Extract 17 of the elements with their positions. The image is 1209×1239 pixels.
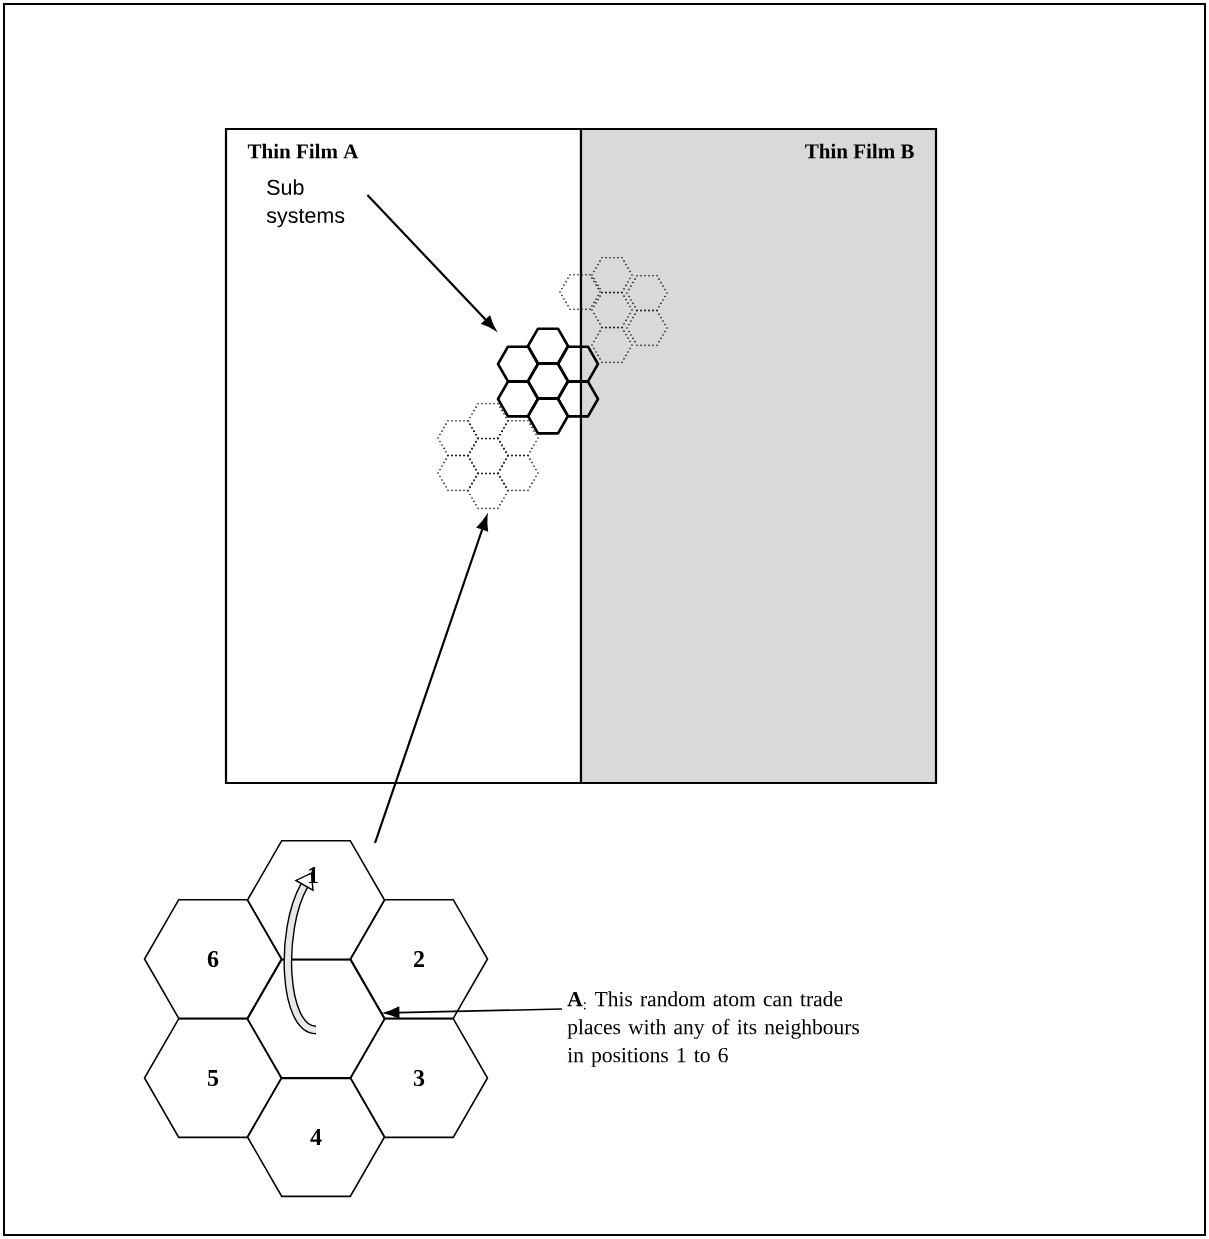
subsystem-cluster [496,327,600,435]
atom-hexagon: 5 [143,1017,283,1139]
leader-line [366,194,496,331]
atom-hexagon [246,958,386,1080]
swap-arrow [283,872,318,1035]
dotted-subsystem-cluster [559,256,668,364]
arrow [373,515,488,844]
film-panel: Thin Film B [579,127,938,785]
dotted-subsystem-cluster [437,402,539,510]
atom-hexagon: 2 [349,898,489,1020]
leader-line [384,1006,563,1019]
atom-hexagon: 4 [246,1076,386,1198]
annotation-text: A$_{:}$ This random atom can trade places with any of its neighbours in positions 1 to 6 [567,991,859,1067]
label-text: Sub systems [266,179,345,228]
atom-hexagon: 1 [246,839,386,961]
atom-hexagon: 3 [349,1017,489,1139]
atom-hexagon: 6 [143,898,283,1020]
